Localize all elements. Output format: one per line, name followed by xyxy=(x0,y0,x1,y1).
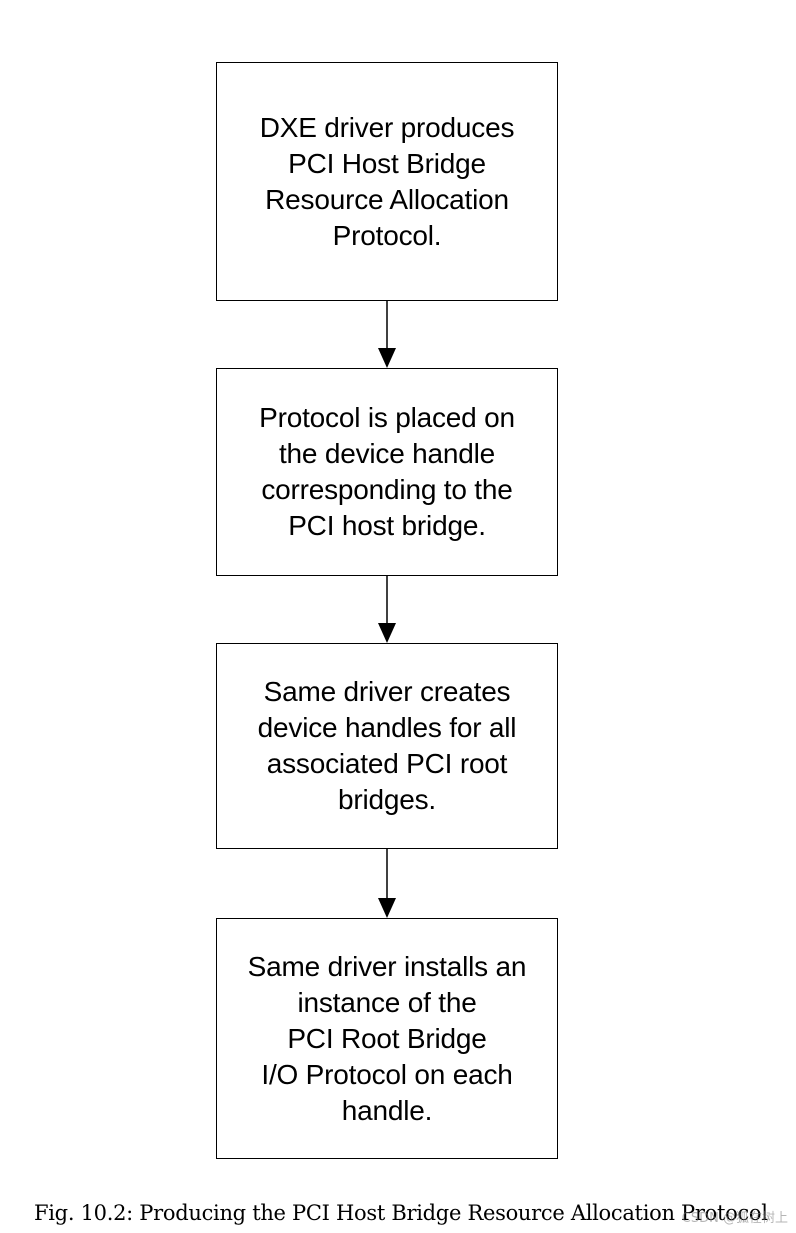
step-4-line-1: Same driver installs an xyxy=(247,950,527,982)
figure-caption: Fig. 10.2: Producing the PCI Host Bridge… xyxy=(34,1201,768,1225)
arrow-step-1-to-2 xyxy=(378,301,396,368)
step-3-line-2: device handles for all xyxy=(257,712,517,743)
flow-step-2-box: Protocol is placed on the device handle … xyxy=(216,368,558,576)
step-2-line-1: Protocol is placed on xyxy=(259,402,515,433)
step-2-line-2: the device handle xyxy=(278,438,496,469)
step-4-line-4: I/O Protocol on each xyxy=(261,1058,513,1090)
flow-step-4-box: Same driver installs an instance of the … xyxy=(216,918,558,1159)
step-3-line-3: associated PCI root xyxy=(266,748,508,779)
step-4-line-2: instance of the xyxy=(297,986,477,1018)
step-4-line-3: PCI Root Bridge xyxy=(287,1022,487,1054)
flow-step-1-box: DXE driver produces PCI Host Bridge Reso… xyxy=(216,62,558,301)
step-4-line-5: handle. xyxy=(341,1094,433,1126)
step-2-line-4: PCI host bridge. xyxy=(288,510,486,541)
arrow-step-2-to-3 xyxy=(378,576,396,643)
step-1-line-3: Resource Allocation xyxy=(265,183,509,215)
flow-step-3-box: Same driver creates device handles for a… xyxy=(216,643,558,849)
step-1-line-1: DXE driver produces xyxy=(259,111,515,143)
step-1-line-2: PCI Host Bridge xyxy=(288,147,486,179)
arrow-step-3-to-4 xyxy=(378,849,396,918)
step-3-line-1: Same driver creates xyxy=(263,676,511,707)
step-2-line-3: corresponding to the xyxy=(261,474,513,505)
step-1-line-4: Protocol. xyxy=(332,219,442,251)
watermark: CSDN @狐在树上 xyxy=(681,1211,788,1226)
step-3-line-4: bridges. xyxy=(337,784,436,815)
